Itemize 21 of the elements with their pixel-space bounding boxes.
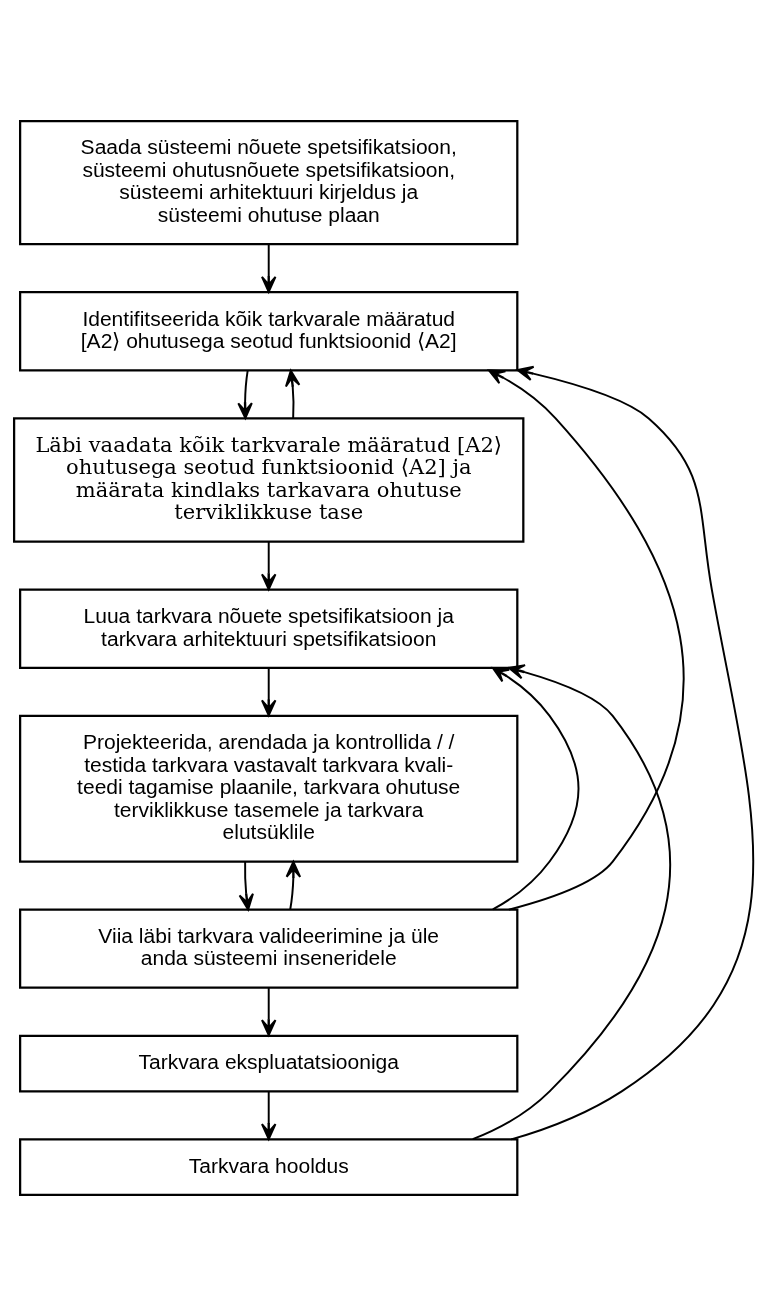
arrow bbox=[510, 365, 754, 1141]
arrow bbox=[261, 540, 277, 591]
node-box: Identifitseerida kõik tarkvarale määratud [A2⟩ ohutusega seotud funktsioonid ⟨A2] bbox=[19, 291, 519, 372]
node-box: Viia läbi tarkvara valideerimine ja üle anda süsteemi inseneridele bbox=[19, 908, 519, 989]
arrow bbox=[238, 860, 254, 911]
arrow bbox=[491, 666, 580, 911]
node-box: Tarkvara ekspluatatsiooniga bbox=[19, 1034, 519, 1093]
arrow bbox=[261, 243, 277, 293]
node-box: Läbi vaadata kõik tarkvarale määratud [A2⟩ ohutusega seotud funktsioonid ⟨A2] ja määrata kindlaks tarkavara ohutuse terviklikkuse tase bbox=[13, 417, 525, 543]
arrow bbox=[487, 369, 685, 911]
arrow bbox=[284, 369, 301, 420]
arrow bbox=[285, 860, 302, 911]
arrow bbox=[471, 664, 671, 1141]
node-box: Tarkvara hooldus bbox=[19, 1138, 519, 1197]
arrow bbox=[237, 369, 253, 420]
node-box: Projekteerida, arendada ja kontrollida / / testida tarkvara vastavalt tarkvara kvali- teedi tagamise plaanile, tarkvara ohutuse terviklikkuse tasemele ja tarkvara elutsüklile bbox=[19, 714, 519, 863]
arrow bbox=[261, 987, 277, 1037]
arrow bbox=[261, 666, 277, 717]
arrow bbox=[261, 1090, 277, 1141]
node-box: Saada süsteemi nõuete spetsifikatsioon, süsteemi ohutusnõuete spetsifikatsioon, süsteemi arhitektuuri kirjeldus ja süsteemi ohutuse plaan bbox=[19, 119, 519, 246]
node-box: Luua tarkvara nõuete spetsifikatsioon ja tarkvara arhitektuuri spetsifikatsioon bbox=[19, 588, 519, 669]
